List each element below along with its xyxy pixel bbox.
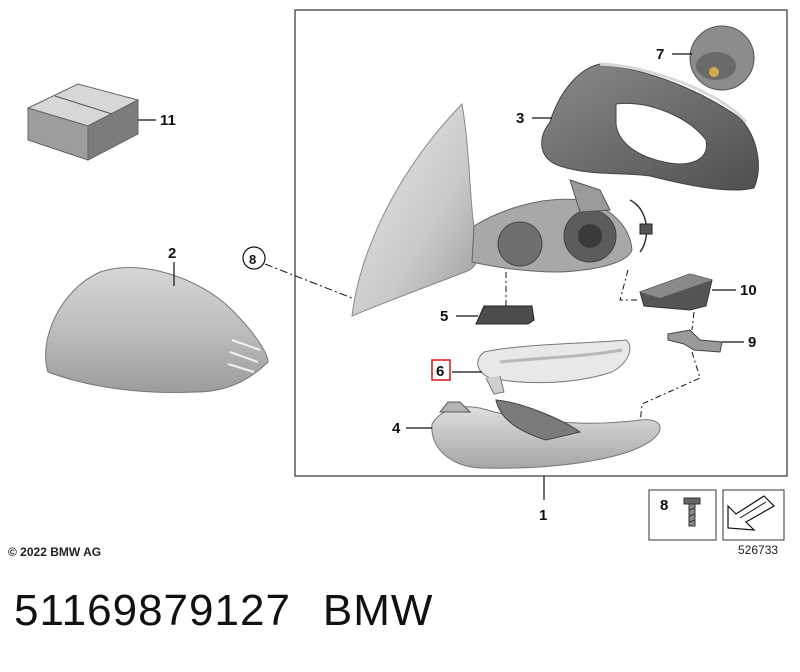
- leader-9-dash: [691, 311, 695, 331]
- callout-3: 3: [516, 110, 524, 127]
- part-11-package: [26, 83, 140, 161]
- callout-9: 9: [748, 334, 756, 351]
- leader-8: [264, 263, 353, 299]
- assembly-frame: [294, 9, 788, 477]
- copyright: © 2022 BMW AG: [8, 545, 101, 559]
- leader-10-dash: [619, 269, 640, 301]
- part-6-turn-signal: [477, 339, 631, 395]
- arrow-symbol-icon: [727, 495, 775, 531]
- callout-10: 10: [740, 282, 757, 299]
- callout-5: 5: [440, 308, 448, 325]
- callout-8: 8: [249, 252, 256, 267]
- leader-dash-4: [639, 351, 701, 425]
- part-5-clip: [475, 305, 535, 325]
- part-3-bracket: [541, 62, 759, 191]
- callout-8-circle: [242, 246, 266, 270]
- screw-icon: [683, 497, 701, 527]
- diagram-number: 526733: [738, 543, 778, 557]
- callout-7: 7: [656, 46, 664, 63]
- part-number: 51169879127: [14, 586, 291, 635]
- part-4-lower-trim: [431, 399, 661, 469]
- part-9-bracket: [667, 329, 723, 353]
- callout-1: 1: [539, 507, 547, 524]
- brand-name: BMW: [322, 586, 434, 635]
- mirror-housing: [351, 102, 653, 317]
- callout-6-highlight: [431, 359, 451, 381]
- callout-2: 2: [168, 245, 176, 262]
- part-7-motor: [689, 25, 755, 91]
- legend-callout-8: 8: [660, 497, 668, 514]
- callout-4: 4: [392, 420, 401, 437]
- callout-11: 11: [160, 112, 176, 129]
- part-10-cover: [639, 273, 713, 311]
- callout-6: 6: [436, 363, 444, 380]
- part-2-mirror-cap: [45, 266, 269, 393]
- part-number-line: 51169879127 BMW: [14, 586, 433, 636]
